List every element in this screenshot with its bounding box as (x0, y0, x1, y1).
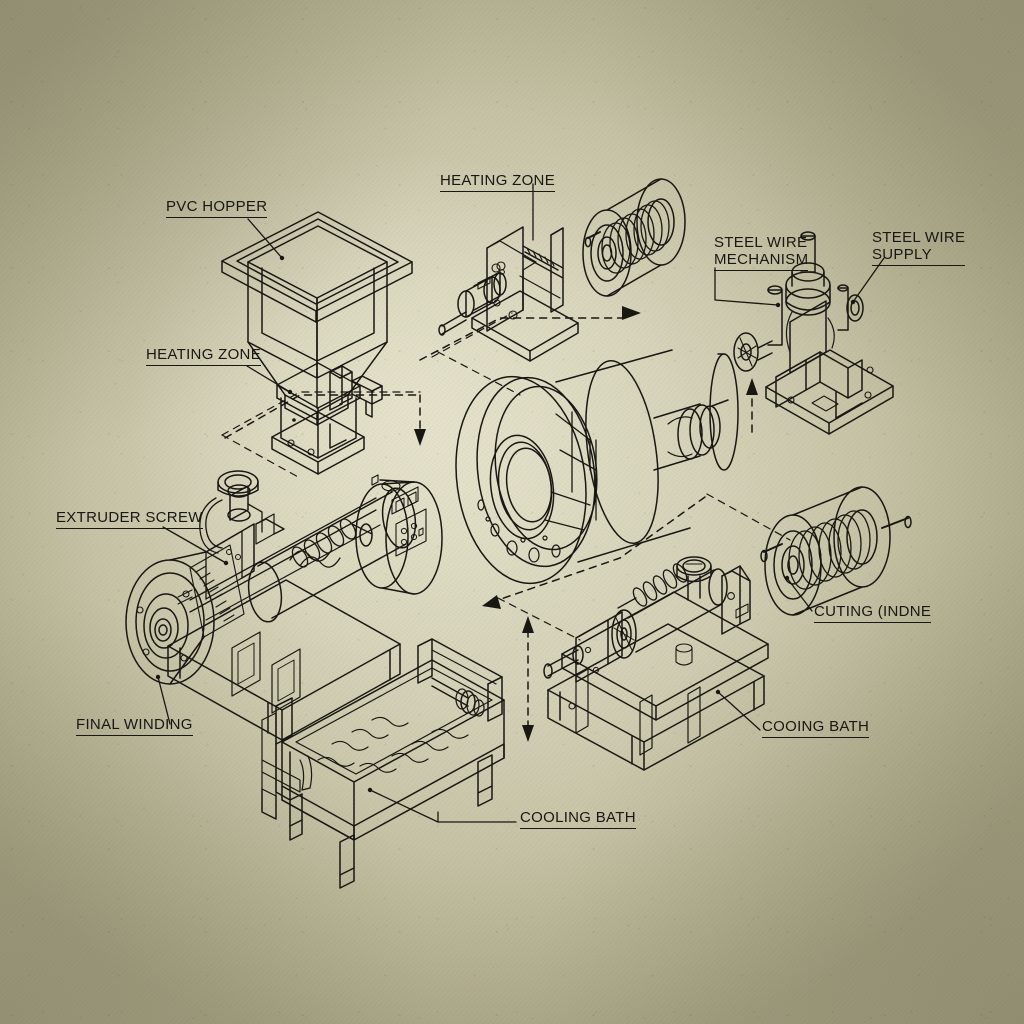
flow-arrow-heating-to-spool (419, 317, 626, 361)
label-steel-wire-supply: STEEL WIRE SUPPLY (872, 229, 966, 266)
cooling-trough (261, 638, 505, 889)
extruder-die-core (455, 349, 739, 585)
label-steel-wire-mechanism-line1: STEEL WIRE (714, 234, 808, 251)
wire-supply-unit (733, 231, 894, 435)
label-cutting-spindle: CUTING (INDNE (814, 603, 932, 623)
flow-arrowhead-1 (414, 429, 426, 446)
label-pvc-hopper: PVC HOPPER (166, 198, 268, 218)
label-cooling-bath-right: COOING BATH (762, 718, 870, 738)
hopper-valve-assembly (329, 365, 383, 418)
label-extruder-screw: EXTRUDER SCREW (56, 509, 203, 529)
ground-guide-heating (431, 312, 513, 358)
label-pvc-hopper-text: PVC HOPPER (166, 198, 268, 218)
label-cooling-bath-center-text: COOLING BATH (520, 809, 636, 829)
flow-arrowhead-3 (746, 378, 758, 395)
pvc-hopper-unit (221, 211, 413, 426)
extruder-machine (125, 470, 443, 741)
wire-spool-top (582, 178, 686, 297)
wire-spool-right (760, 486, 912, 616)
label-heating-zone-left-text: HEATING ZONE (146, 346, 261, 366)
label-cooling-bath-right-text: COOING BATH (762, 718, 870, 738)
flow-arrowheads-vertical (522, 616, 534, 742)
label-final-winding-text: FINAL WINDING (76, 716, 193, 736)
heating-zone-unit (438, 226, 579, 362)
cutting-machine (543, 556, 769, 771)
flow-arrow-die-to-cutting (497, 496, 706, 601)
label-heating-zone-left: HEATING ZONE (146, 346, 261, 366)
label-heating-zone-top: HEATING ZONE (440, 172, 555, 192)
label-extruder-screw-text: EXTRUDER SCREW (56, 509, 203, 529)
label-steel-wire-supply-line1: STEEL WIRE (872, 229, 966, 246)
label-final-winding: FINAL WINDING (76, 716, 193, 736)
hopper-heating-block (271, 362, 365, 475)
label-steel-wire-mechanism: STEEL WIRE MECHANISM (714, 234, 809, 271)
flow-arrowhead-2 (622, 306, 641, 320)
leader-lines (155, 183, 885, 823)
label-cutting-spindle-text: CUTING (INDNE (814, 603, 932, 623)
flow-arrow-hopper-to-heating (224, 394, 421, 439)
label-cooling-bath-center: COOLING BATH (520, 809, 636, 829)
label-steel-wire-supply-line2: SUPPLY (872, 246, 966, 266)
ground-guide-hopper (221, 391, 421, 479)
flow-arrowhead-4 (482, 595, 501, 609)
label-heating-zone-top-text: HEATING ZONE (440, 172, 555, 192)
ground-guide-die (437, 351, 791, 641)
label-steel-wire-mechanism-line2: MECHANISM (714, 251, 809, 271)
